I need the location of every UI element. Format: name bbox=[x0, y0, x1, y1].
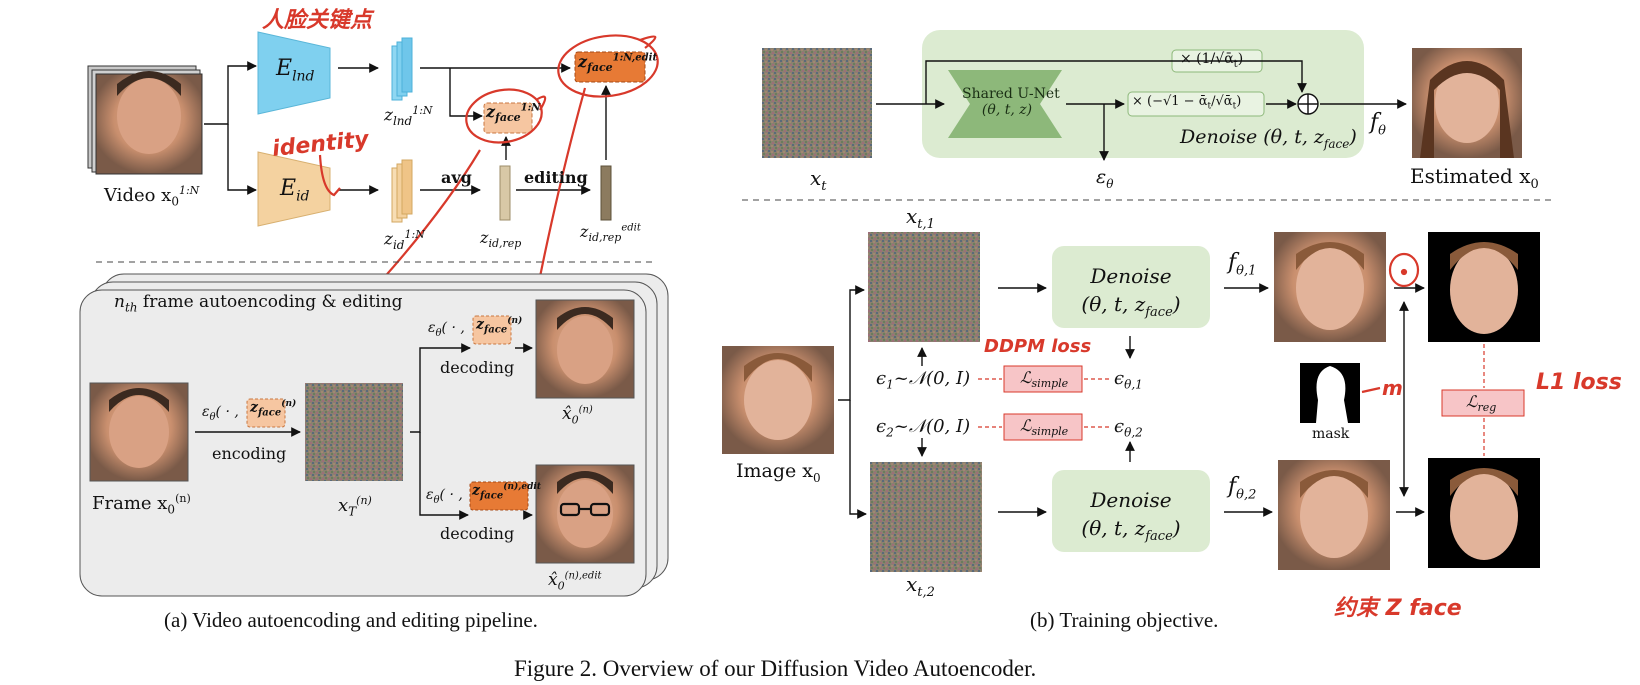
z-face-label: zface1:N bbox=[486, 102, 541, 125]
decoding-label-1: decoding bbox=[440, 358, 515, 377]
l-reg-box bbox=[1441, 389, 1525, 417]
annotation-ddpm-loss: DDPM loss bbox=[984, 336, 1092, 357]
z-face-n-box-encoding bbox=[246, 398, 286, 428]
image-x0-label: Image x0 bbox=[736, 460, 821, 485]
z-face-n-box-decoding bbox=[472, 315, 512, 345]
video-label: Video x01:N bbox=[104, 184, 200, 209]
eps-theta-decoding-2: εθ( · , bbox=[426, 487, 463, 506]
caption-left: (a) Video autoencoding and editing pipel… bbox=[164, 608, 538, 632]
z-id-rep-edit-label: zid,repedit bbox=[580, 222, 641, 245]
eps-theta-decoding-1: εθ( · , bbox=[428, 320, 465, 339]
encoder-id-shape bbox=[257, 151, 331, 227]
encoder-lnd-label: Elnd bbox=[276, 56, 315, 85]
figure-caption: Figure 2. Overview of our Diffusion Vide… bbox=[514, 656, 1037, 681]
eps-theta1-label: ϵθ,1 bbox=[1114, 368, 1143, 392]
denoise-box-2-label: Denoise(θ, t, zface) bbox=[1081, 488, 1181, 544]
xhat-edit-label: x̂0(n),edit bbox=[548, 570, 602, 593]
annotation-l1-loss: L1 loss bbox=[1536, 370, 1622, 395]
glasses-icon bbox=[559, 502, 611, 517]
handwritten-annotations-right bbox=[1361, 252, 1420, 394]
decoding-label-2: decoding bbox=[440, 524, 515, 543]
xT-label: xT(n) bbox=[338, 494, 372, 519]
mask-label: mask bbox=[1312, 426, 1350, 442]
z-id-rep-bar bbox=[499, 165, 511, 221]
coef-top-label: × (1/√ᾱt) bbox=[1180, 51, 1244, 70]
unet-label: Shared U-Net(θ, t, z) bbox=[962, 86, 1060, 118]
coef-mid-label: × (−√1 − ᾱt/√ᾱt) bbox=[1132, 94, 1242, 112]
z-face-edit-box bbox=[574, 51, 646, 83]
l-simple-box-1 bbox=[1003, 365, 1083, 393]
denoise-box-2 bbox=[1052, 470, 1210, 552]
xt-noise-image bbox=[762, 48, 872, 158]
z-id-rep-label: zid,rep bbox=[480, 228, 522, 251]
eps1-label: ϵ1~𝒩(0, I) bbox=[876, 368, 971, 392]
z-id-stack bbox=[391, 159, 413, 223]
l-reg-label: ℒreg bbox=[1466, 392, 1497, 415]
f2-label: fθ,2 bbox=[1228, 474, 1257, 503]
xT-noise-image bbox=[305, 383, 403, 481]
shared-unet-shape bbox=[948, 70, 1062, 138]
xt1-noise-image bbox=[868, 232, 980, 342]
z-face-n-edit-box bbox=[469, 481, 529, 511]
z-face-n-label-dec: zface(n) bbox=[476, 316, 523, 336]
xt-label: xt bbox=[810, 166, 827, 194]
l-simple-label-2: ℒsimple bbox=[1020, 416, 1069, 439]
eps-theta-label: εθ bbox=[1096, 166, 1114, 191]
estimated-label: Estimated x0 bbox=[1410, 164, 1539, 192]
xt2-noise-image bbox=[870, 462, 982, 572]
f1-label: fθ,1 bbox=[1228, 250, 1257, 279]
eps-theta-encoding: εθ( · , bbox=[202, 404, 239, 423]
l-simple-box-2 bbox=[1003, 413, 1083, 441]
xt1-label: xt,1 bbox=[906, 204, 935, 232]
xhat-label: x̂0(n) bbox=[562, 404, 593, 427]
z-face-n-edit-label: zface(n),edit bbox=[472, 482, 541, 502]
denoise-box-1 bbox=[1052, 246, 1210, 328]
annotation-zface: 约束 Z face bbox=[1334, 596, 1462, 621]
editing-label: editing bbox=[524, 168, 588, 187]
encoder-id-label: Eid bbox=[280, 176, 310, 205]
z-id-rep-edit-bar bbox=[600, 165, 612, 221]
f-theta-label: fθ bbox=[1370, 110, 1386, 139]
frame-label: Frame x0(n) bbox=[92, 492, 191, 517]
eps2-label: ϵ2~𝒩(0, I) bbox=[876, 416, 971, 440]
encoder-lnd-shape bbox=[257, 31, 331, 115]
video-stack bbox=[87, 65, 203, 175]
encoding-label: encoding bbox=[212, 444, 287, 463]
frame-title: nth frame autoencoding & editing bbox=[114, 292, 403, 315]
coef-mid-box bbox=[1127, 91, 1265, 117]
z-face-edit-label: zface1:N,edit bbox=[578, 52, 658, 75]
caption-right: (b) Training objective. bbox=[1030, 608, 1219, 632]
eps-theta2-label: ϵθ,2 bbox=[1114, 416, 1143, 440]
denoise-panel-label: Denoise (θ, t, zface) bbox=[1180, 126, 1357, 151]
z-face-box bbox=[483, 102, 533, 134]
xt2-label: xt,2 bbox=[906, 572, 935, 600]
avg-label: avg bbox=[441, 168, 472, 187]
annotation-m: m bbox=[1382, 376, 1403, 400]
denoise-box-1-label: Denoise(θ, t, zface) bbox=[1081, 264, 1181, 320]
annotation-face-landmark: 人脸关键点 bbox=[262, 8, 373, 33]
z-lnd-stack bbox=[391, 37, 413, 101]
z-id-label: zid1:N bbox=[384, 228, 425, 253]
z-lnd-label: zlnd1:N bbox=[384, 104, 433, 129]
l-simple-label-1: ℒsimple bbox=[1020, 368, 1069, 391]
z-face-n-label-enc: zface(n) bbox=[250, 399, 297, 419]
